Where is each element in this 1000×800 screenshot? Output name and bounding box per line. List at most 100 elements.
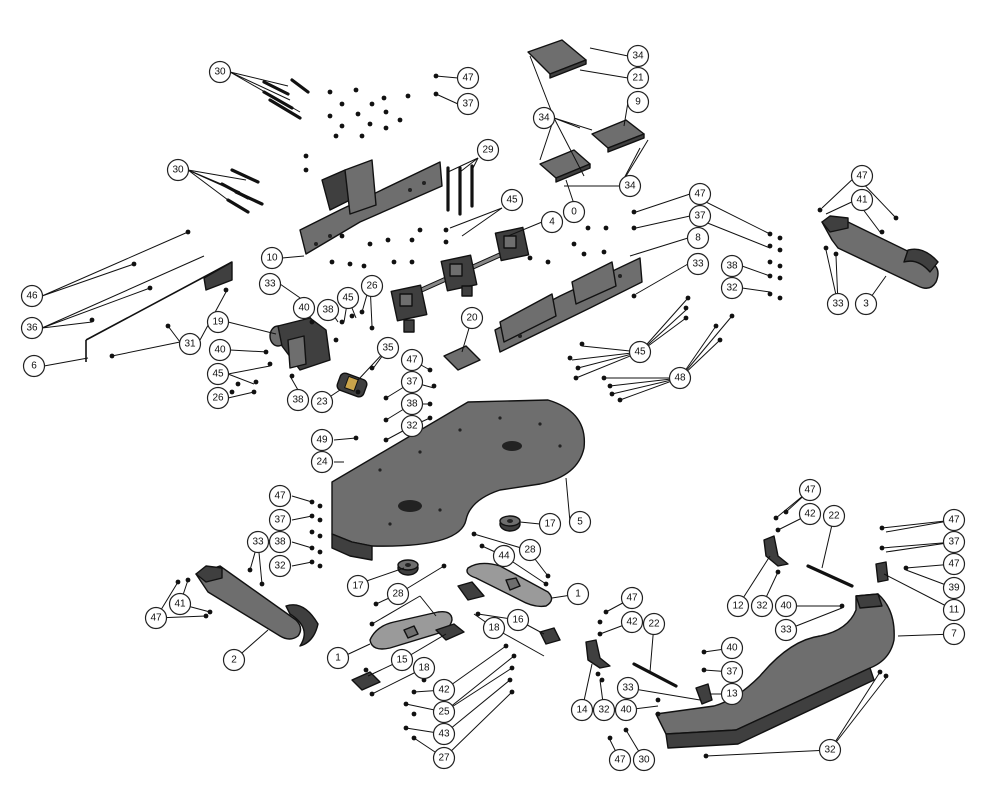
callout-1: 1 xyxy=(566,582,590,606)
svg-text:24: 24 xyxy=(316,457,328,468)
svg-text:33: 33 xyxy=(692,259,704,270)
callout-47: 47 xyxy=(608,748,632,772)
svg-text:47: 47 xyxy=(856,171,868,182)
part-7-front-guard xyxy=(655,593,895,749)
svg-text:38: 38 xyxy=(322,305,334,316)
part-4-gearbox-assembly xyxy=(390,226,530,333)
svg-text:6: 6 xyxy=(31,361,37,372)
svg-text:4: 4 xyxy=(549,217,555,228)
callout-48: 48 xyxy=(668,366,692,390)
callout-27: 27 xyxy=(432,746,456,770)
svg-text:34: 34 xyxy=(624,181,636,192)
svg-text:40: 40 xyxy=(726,643,738,654)
svg-text:31: 31 xyxy=(184,339,196,350)
svg-text:40: 40 xyxy=(214,345,226,356)
part-10-frame-bracket xyxy=(299,159,443,255)
svg-text:11: 11 xyxy=(949,605,960,616)
part-22-rod-right xyxy=(806,564,854,588)
svg-text:40: 40 xyxy=(620,705,632,716)
svg-text:37: 37 xyxy=(948,537,960,548)
svg-text:47: 47 xyxy=(614,755,626,766)
svg-text:22: 22 xyxy=(648,619,660,630)
callout-36: 36 xyxy=(20,316,44,340)
part-19-drive-housing xyxy=(269,317,331,371)
svg-text:47: 47 xyxy=(150,613,162,624)
svg-text:36: 36 xyxy=(26,323,38,334)
part-9-plate xyxy=(591,119,645,153)
svg-text:42: 42 xyxy=(438,685,450,696)
svg-text:45: 45 xyxy=(506,195,518,206)
part-16-holder xyxy=(457,581,561,645)
callout-3: 3 xyxy=(854,292,878,316)
svg-text:28: 28 xyxy=(524,545,536,556)
svg-text:10: 10 xyxy=(266,253,278,264)
callout-40: 40 xyxy=(292,296,316,320)
callout-26: 26 xyxy=(206,386,230,410)
callout-8: 8 xyxy=(686,226,710,250)
svg-text:16: 16 xyxy=(512,615,524,626)
callout-47: 47 xyxy=(850,164,874,188)
callout-47: 47 xyxy=(798,478,822,502)
callout-19: 19 xyxy=(206,310,230,334)
callout-13: 13 xyxy=(720,682,744,706)
svg-text:45: 45 xyxy=(634,347,646,358)
svg-text:40: 40 xyxy=(298,303,310,314)
callout-16: 16 xyxy=(506,608,530,632)
callout-25: 25 xyxy=(432,700,456,724)
svg-text:18: 18 xyxy=(418,663,430,674)
svg-text:14: 14 xyxy=(576,705,588,716)
callout-45: 45 xyxy=(206,362,230,386)
part-3-skid-bracket xyxy=(821,215,939,289)
callout-31: 31 xyxy=(178,332,202,356)
svg-text:13: 13 xyxy=(726,689,738,700)
callout-17: 17 xyxy=(346,574,370,598)
callout-18: 18 xyxy=(412,656,436,680)
svg-text:44: 44 xyxy=(498,551,510,562)
callout-47: 40 xyxy=(720,636,744,660)
svg-text:21: 21 xyxy=(632,73,644,84)
callout-47: 47 xyxy=(942,508,966,532)
svg-text:32: 32 xyxy=(598,705,610,716)
callout-15: 15 xyxy=(390,648,414,672)
svg-text:47: 47 xyxy=(274,491,286,502)
callout-33: 33 xyxy=(826,292,850,316)
svg-text:32: 32 xyxy=(756,601,768,612)
parts-layer xyxy=(85,39,939,759)
callout-45: 45 xyxy=(500,188,524,212)
callout-6: 6 xyxy=(22,354,46,378)
svg-text:26: 26 xyxy=(366,281,378,292)
callout-labels: 30 47 37 34 21 9 34 34 0 30 29 45 4 10 4… xyxy=(20,44,966,772)
svg-text:47: 47 xyxy=(694,189,706,200)
svg-text:17: 17 xyxy=(352,581,364,592)
callout-45: 45 xyxy=(628,340,652,364)
callout-12: 12 xyxy=(726,594,750,618)
callout-34: 34 xyxy=(532,106,556,130)
svg-text:7: 7 xyxy=(951,629,957,640)
part-22-rod-left xyxy=(632,662,678,688)
callout-14: 14 xyxy=(570,698,594,722)
svg-text:38: 38 xyxy=(406,399,418,410)
svg-text:2: 2 xyxy=(231,655,237,666)
callout-37: 37 xyxy=(268,508,292,532)
svg-text:23: 23 xyxy=(316,397,328,408)
callout-32: 32 xyxy=(268,554,292,578)
callout-38: 38 xyxy=(316,298,340,322)
part-20-plate xyxy=(443,345,481,371)
part-6-guard-strip xyxy=(85,261,233,362)
svg-text:42: 42 xyxy=(626,617,638,628)
svg-text:38: 38 xyxy=(292,395,304,406)
callout-0: 0 xyxy=(562,200,586,224)
callout-33: 33 xyxy=(774,618,798,642)
callout-41: 41 xyxy=(168,592,192,616)
callout-24: 24 xyxy=(310,450,334,474)
callout-23: 23 xyxy=(310,390,334,414)
callout-45: 45 xyxy=(336,286,360,310)
part-13-bracket xyxy=(695,683,713,705)
svg-text:33: 33 xyxy=(252,537,264,548)
callout-42: 42 xyxy=(620,610,644,634)
svg-text:30: 30 xyxy=(172,165,184,176)
callout-32: 32 xyxy=(592,698,616,722)
part-5-main-deck xyxy=(331,399,586,561)
callout-33: 33 xyxy=(686,252,710,276)
callout-47: 47 xyxy=(456,66,480,90)
